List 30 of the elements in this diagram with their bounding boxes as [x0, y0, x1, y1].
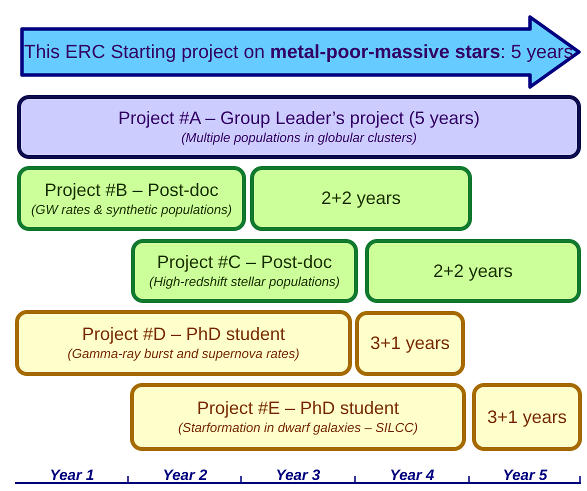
project-bar: [17, 95, 581, 159]
project-title: Project #C – Post-doc: [156, 252, 332, 273]
project-title: 3+1 years: [370, 333, 450, 354]
project-title: Project #A – Group Leader’s project (5 years): [118, 108, 480, 129]
extension-bar: [250, 166, 472, 231]
project-bar: [131, 239, 358, 303]
project-subtitle: (High-redshift stellar populations): [149, 273, 340, 290]
project-subtitle: (Multiple populations in globular clusters): [181, 129, 417, 146]
year-label: Year 2: [162, 467, 208, 484]
project-title: Project #B – Post-doc: [44, 180, 219, 200]
project-bar: [130, 383, 466, 451]
extension-bar: [355, 311, 465, 376]
project-title: 2+2 years: [433, 260, 513, 282]
extension-bar: [365, 239, 581, 303]
project-title: This ERC Starting project on metal-poor-massive stars: 5 years: [24, 42, 574, 62]
year-label: Year 5: [502, 467, 548, 484]
timeline-arrow: [20, 15, 582, 89]
year-label: Year 1: [48, 467, 96, 484]
project-subtitle: (Gamma-ray burst and supernova rates): [68, 345, 300, 362]
project-title: 3+1 years: [487, 406, 567, 428]
project-subtitle: (GW rates & synthetic populations): [31, 200, 232, 218]
year-label: Year 4: [388, 467, 436, 484]
project-title: Project #D – PhD student: [82, 324, 286, 345]
project-subtitle: (Starformation in dwarf galaxies – SILCC): [178, 419, 418, 436]
project-title: Project #E – PhD student: [196, 398, 400, 419]
project-bar: [17, 166, 246, 231]
project-bar: [15, 310, 352, 376]
extension-bar: [472, 383, 582, 451]
project-title: 2+2 years: [321, 188, 401, 209]
year-label: Year 3: [274, 467, 322, 484]
